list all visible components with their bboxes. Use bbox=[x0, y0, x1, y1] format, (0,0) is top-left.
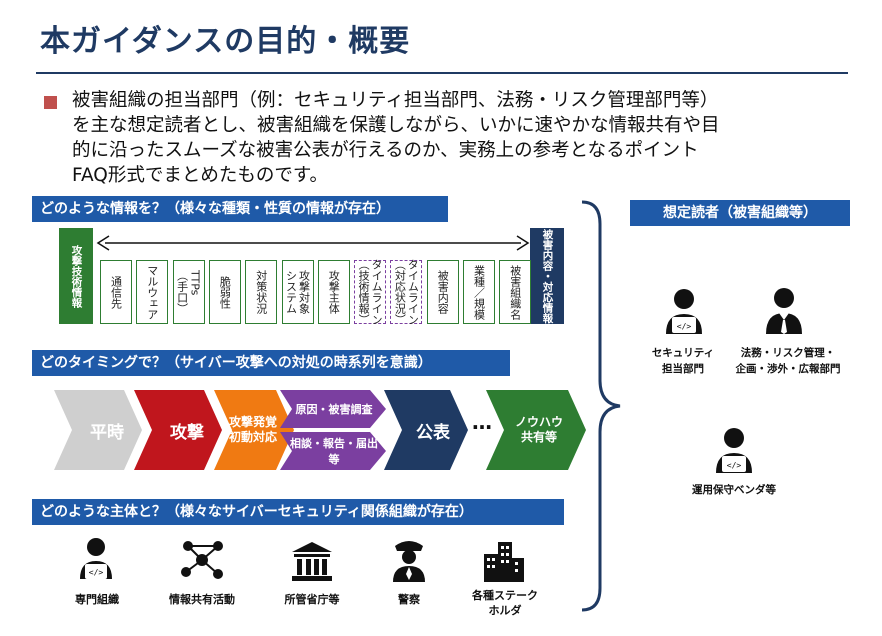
left-label-bar: 攻撃技術情報 bbox=[59, 228, 93, 324]
info-item: 被害組織名 bbox=[499, 260, 532, 324]
info-item: 対策状況 bbox=[245, 260, 278, 324]
info-item-label: 業種／規模 bbox=[472, 264, 486, 320]
network-icon bbox=[178, 538, 226, 582]
intro-line: 被害組織の担当部門（例：セキュリティ担当部門、法務・リスク管理部門等） bbox=[72, 90, 719, 111]
info-item-label: タイムライン （対応状況） bbox=[393, 259, 420, 325]
right-label-bar: 被害内容・対応情報 bbox=[530, 228, 564, 324]
info-item: タイムライン （技術情報） bbox=[354, 259, 387, 325]
actor-label: 所管省庁等 bbox=[284, 593, 340, 606]
consultation-step: 相談・報告・届出等 bbox=[290, 437, 378, 466]
reader-label: セキュリティ 担当部門 bbox=[651, 347, 715, 375]
info-item-label: マルウェア bbox=[145, 264, 159, 320]
info-item-label: 対策状況 bbox=[254, 270, 268, 314]
svg-text:</>: </> bbox=[727, 461, 742, 470]
info-item: 業種／規模 bbox=[463, 260, 495, 324]
business-staff-icon bbox=[764, 286, 804, 336]
government-building-icon bbox=[290, 540, 334, 582]
publication-step: 公表 bbox=[416, 422, 450, 443]
peace-chevron bbox=[54, 390, 142, 470]
double-arrow bbox=[96, 235, 530, 251]
actor-label: 専門組織 bbox=[75, 593, 119, 606]
attack-step: 攻撃 bbox=[170, 422, 204, 443]
publication-chevron bbox=[384, 390, 468, 470]
vendor-staff-icon: </> bbox=[710, 425, 758, 475]
info-section-header: どのような情報を？（様々な種類・性質の情報が存在） bbox=[32, 196, 448, 222]
info-item: 通信先 bbox=[100, 260, 132, 324]
investigation-chevron bbox=[280, 390, 386, 428]
consultation-chevron bbox=[280, 432, 386, 470]
actor-label: 各種ステーク ホルダ bbox=[472, 589, 538, 617]
info-item-label: 攻撃主体 bbox=[327, 270, 341, 314]
knowhow-step: ノウハウ 共有等 bbox=[514, 415, 563, 444]
expert-icon: </> bbox=[74, 535, 118, 581]
info-item-label: 被害組織名 bbox=[508, 264, 522, 320]
reader-label: 運用保守ベンダ等 bbox=[692, 484, 776, 496]
info-item: マルウェア bbox=[136, 260, 169, 324]
right-label-text: 被害内容・対応情報 bbox=[541, 228, 554, 324]
svg-text:</>: </> bbox=[677, 322, 692, 331]
info-item: 攻撃主体 bbox=[317, 260, 350, 324]
security-staff-icon: </> bbox=[660, 286, 708, 336]
buildings-icon bbox=[482, 540, 526, 582]
peace-step: 平時 bbox=[90, 422, 124, 443]
info-item-label: 被害内容 bbox=[436, 270, 450, 314]
readers-header: 想定読者（被害組織等） bbox=[630, 200, 850, 226]
timeline-ellipsis: … bbox=[472, 410, 492, 434]
info-item-label: タイムライン （技術情報） bbox=[357, 259, 384, 325]
actor-section-header: どのような主体と？（様々なサイバーセキュリティ関係組織が存在） bbox=[32, 499, 564, 525]
right-brace bbox=[581, 200, 621, 612]
page-title: 本ガイダンスの目的・概要 bbox=[40, 24, 411, 59]
info-item-label: 攻撃対象 システム bbox=[284, 270, 311, 314]
info-item: TTPs （手口） bbox=[172, 260, 205, 324]
title-divider bbox=[36, 72, 848, 74]
actor-label: 情報共有活動 bbox=[169, 593, 235, 606]
info-item-label: TTPs （手口） bbox=[175, 270, 202, 314]
intro-line: を主な想定読者とし、被害組織を保護しながら、いかに速やかな情報共有や目 bbox=[72, 115, 720, 136]
info-item: 脆弱性 bbox=[208, 260, 241, 324]
initial-step: 攻撃発覚 初動対応 bbox=[228, 415, 277, 444]
timeline-shapes bbox=[54, 390, 586, 470]
svg-text:</>: </> bbox=[89, 568, 104, 577]
info-item-label: 脆弱性 bbox=[218, 275, 232, 309]
left-label-text: 攻撃技術情報 bbox=[70, 244, 83, 308]
intro-line: FAQ形式でまとめたものです。 bbox=[72, 165, 328, 186]
info-item-label: 通信先 bbox=[109, 275, 123, 309]
intro-paragraph: 被害組織の担当部門（例：セキュリティ担当部門、法務・リスク管理部門等） を主な想… bbox=[72, 88, 842, 188]
investigation-step: 原因・被害調査 bbox=[295, 403, 373, 416]
actor-label: 警察 bbox=[398, 593, 420, 606]
attack-chevron bbox=[134, 390, 222, 470]
info-item: 被害内容 bbox=[426, 260, 459, 324]
bullet-marker bbox=[44, 96, 57, 109]
reader-label: 法務・リスク管理・ 企画・渉外・広報部門 bbox=[735, 347, 841, 375]
knowhow-chevron bbox=[486, 390, 586, 470]
info-item: タイムライン （対応状況） bbox=[390, 259, 423, 325]
intro-line: 的に沿ったスムーズな被害公表が行えるのか、実務上の参考となるポイント bbox=[72, 140, 699, 161]
initial-chevron bbox=[214, 390, 294, 470]
timing-section-header: どのタイミングで？（サイバー攻撃への対処の時系列を意識） bbox=[32, 350, 510, 376]
police-icon bbox=[389, 536, 429, 582]
info-item: 攻撃対象 システム bbox=[281, 260, 314, 324]
